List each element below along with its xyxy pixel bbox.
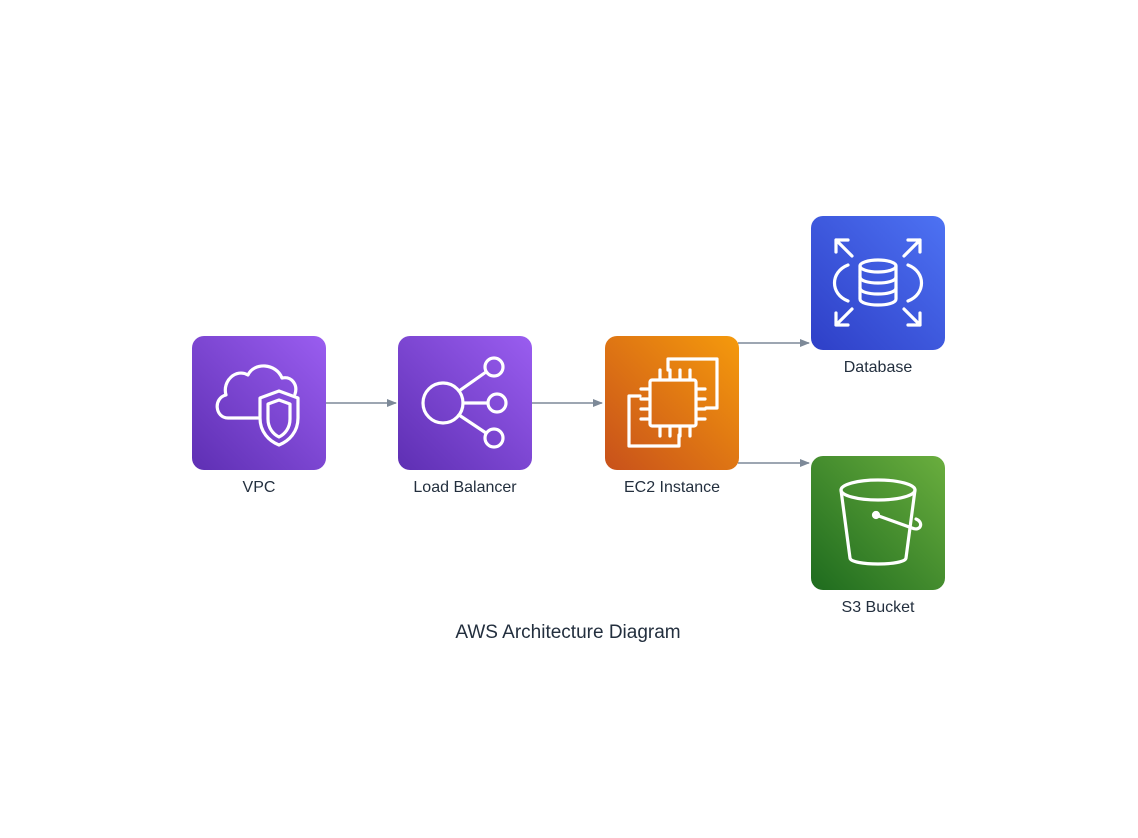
node-vpc[interactable]: VPC (192, 336, 326, 496)
load-balancer-label: Load Balancer (413, 479, 517, 496)
edges (326, 339, 810, 467)
load-balancer-icon (421, 356, 508, 449)
s3-label: S3 Bucket (842, 599, 915, 616)
vpc-label: VPC (243, 479, 276, 496)
bucket-icon (839, 478, 923, 566)
s3-tile (811, 456, 945, 590)
node-ec2[interactable]: EC2 Instance (605, 336, 739, 496)
ec2-label: EC2 Instance (624, 479, 720, 496)
chip-icon (627, 357, 719, 448)
database-icon (832, 238, 924, 327)
cloud-shield-icon (215, 364, 300, 447)
diagram-title: AWS Architecture Diagram (455, 622, 680, 643)
ec2-tile (605, 336, 739, 470)
database-label: Database (844, 359, 913, 376)
node-database[interactable]: Database (811, 216, 945, 376)
node-s3[interactable]: S3 Bucket (811, 456, 945, 616)
node-load-balancer[interactable]: Load Balancer (398, 336, 532, 496)
